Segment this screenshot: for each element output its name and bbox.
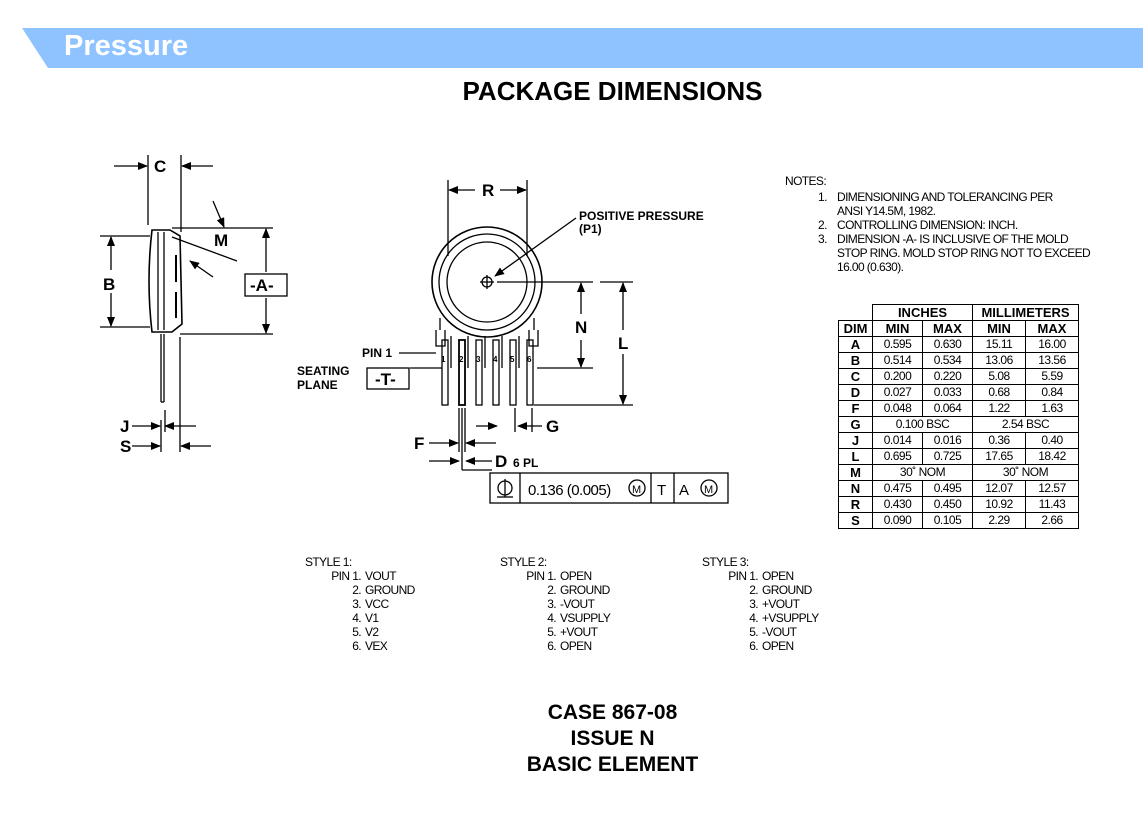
label-b: B bbox=[103, 275, 115, 294]
list-item: PIN 1.VOUT bbox=[331, 569, 396, 583]
notes-block: NOTES: 1. DIMENSIONING AND TOLERANCING P… bbox=[785, 174, 1115, 274]
pin-number: 2 bbox=[459, 355, 464, 364]
list-item: 2.GROUND bbox=[352, 583, 415, 597]
table-row: L 0.695 0.725 17.65 18.42 bbox=[838, 448, 1079, 465]
front-view bbox=[366, 180, 729, 504]
mmc-icon bbox=[700, 479, 718, 497]
pin-leads bbox=[441, 336, 534, 406]
tolerance-datum-a: A bbox=[679, 482, 689, 499]
pin-number: 1 bbox=[441, 355, 446, 364]
list-item: 2.GROUND bbox=[547, 583, 610, 597]
table-row: G 0.100 BSC 2.54 BSC bbox=[838, 416, 1079, 433]
style-header: STYLE 1: bbox=[305, 555, 352, 569]
label-positive-pressure: POSITIVE PRESSURE bbox=[579, 209, 704, 223]
note-item: 1. DIMENSIONING AND TOLERANCING PER ANSI… bbox=[818, 190, 1053, 218]
group-header-millimeters: MILLIMETERS bbox=[972, 304, 1079, 321]
table-row: C 0.200 0.220 5.08 5.59 bbox=[838, 368, 1079, 385]
table-row: N 0.475 0.495 12.07 12.57 bbox=[838, 480, 1079, 497]
header-banner: Pressure bbox=[0, 28, 1143, 68]
table-row: F 0.048 0.064 1.22 1.63 bbox=[838, 400, 1079, 417]
list-item: 5.+VOUT bbox=[547, 625, 598, 639]
label-plane: PLANE bbox=[297, 378, 338, 392]
style-header: STYLE 3: bbox=[702, 555, 749, 569]
list-item: 6.OPEN bbox=[749, 639, 794, 653]
label-pin1: PIN 1 bbox=[362, 346, 392, 360]
column-header: MAX bbox=[1025, 320, 1079, 337]
group-header-inches: INCHES bbox=[872, 304, 973, 321]
note-item: 3. DIMENSION -A- IS INCLUSIVE OF THE MOL… bbox=[818, 232, 1091, 274]
label-n: N bbox=[575, 318, 587, 337]
label-l: L bbox=[618, 334, 628, 353]
side-view bbox=[100, 155, 288, 452]
tolerance-mmc-2: M bbox=[704, 484, 713, 496]
table-row: B 0.514 0.534 13.06 13.56 bbox=[838, 352, 1079, 369]
column-header: MIN bbox=[872, 320, 923, 337]
list-item: 3.-VOUT bbox=[547, 597, 595, 611]
tolerance-datum-t: T bbox=[657, 482, 666, 499]
table-row: S 0.090 0.105 2.29 2.66 bbox=[838, 512, 1079, 529]
style-2-block: STYLE 2: PIN 1.OPEN 2.GROUND 3.-VOUT 4.V… bbox=[500, 555, 611, 653]
issue-label: ISSUE N bbox=[570, 727, 655, 750]
datum-t-label: -T- bbox=[375, 370, 396, 389]
tolerance-frame bbox=[489, 472, 729, 504]
list-item: 6.VEX bbox=[352, 639, 388, 653]
table-row: J 0.014 0.016 0.36 0.40 bbox=[838, 432, 1079, 449]
table-row: M 30˚ NOM 30˚ NOM bbox=[838, 464, 1079, 481]
list-item: 5.V2 bbox=[352, 625, 379, 639]
table-group-header-row: INCHES MILLIMETERS bbox=[838, 304, 1079, 321]
list-item: 4.VSUPPLY bbox=[547, 611, 611, 625]
note-item: 2. CONTROLLING DIMENSION: INCH. bbox=[818, 218, 1018, 232]
list-item: 3.+VOUT bbox=[749, 597, 800, 611]
label-f: F bbox=[414, 434, 424, 453]
pin-number: 6 bbox=[527, 355, 532, 364]
tolerance-value: 0.136 (0.005) bbox=[528, 482, 611, 499]
pin-number: 3 bbox=[476, 355, 481, 364]
banner-shape bbox=[22, 28, 1143, 68]
label-p1: (P1) bbox=[579, 222, 602, 236]
mmc-icon bbox=[628, 479, 646, 497]
datum-a-label: -A- bbox=[250, 276, 274, 295]
label-s: S bbox=[120, 437, 131, 456]
column-header: MIN bbox=[972, 320, 1026, 337]
list-item: PIN 1.OPEN bbox=[526, 569, 592, 583]
label-j: J bbox=[120, 417, 129, 436]
notes-header: NOTES: bbox=[785, 174, 827, 188]
list-item: PIN 1.OPEN bbox=[728, 569, 794, 583]
style-1-block: STYLE 1: PIN 1.VOUT 2.GROUND 3.VCC 4.V1 … bbox=[305, 555, 415, 653]
column-header: DIM bbox=[838, 320, 873, 337]
banner-title: Pressure bbox=[64, 30, 189, 62]
list-item: 4.+VSUPPLY bbox=[749, 611, 819, 625]
list-item: 2.GROUND bbox=[749, 583, 812, 597]
list-item: 4.V1 bbox=[352, 611, 379, 625]
label-d: D bbox=[495, 452, 507, 471]
case-info: CASE 867-08 ISSUE N BASIC ELEMENT bbox=[0, 700, 1143, 778]
table-row: R 0.430 0.450 10.92 11.43 bbox=[838, 496, 1079, 513]
tolerance-mmc-1: M bbox=[632, 484, 641, 496]
style-header: STYLE 2: bbox=[500, 555, 547, 569]
list-item: 3.VCC bbox=[352, 597, 389, 611]
table-row: A 0.595 0.630 15.11 16.00 bbox=[838, 336, 1079, 353]
page-title: PACKAGE DIMENSIONS bbox=[462, 76, 763, 106]
column-header: MAX bbox=[922, 320, 973, 337]
case-number: CASE 867-08 bbox=[547, 701, 678, 724]
pin-number: 4 bbox=[493, 355, 498, 364]
style-3-block: STYLE 3: PIN 1.OPEN 2.GROUND 3.+VOUT 4.+… bbox=[702, 555, 819, 653]
list-item: 5.-VOUT bbox=[749, 625, 797, 639]
table-row: D 0.027 0.033 0.68 0.84 bbox=[838, 384, 1079, 401]
pin-number: 5 bbox=[510, 355, 515, 364]
label-seating: SEATING bbox=[297, 364, 349, 378]
label-c: C bbox=[154, 157, 166, 176]
label-r: R bbox=[482, 181, 494, 200]
table-column-header-row: DIM MIN MAX MIN MAX bbox=[838, 320, 1079, 337]
label-m: M bbox=[214, 231, 228, 250]
label-d-qty: 6 PL bbox=[513, 456, 538, 470]
element-label: BASIC ELEMENT bbox=[526, 753, 699, 776]
list-item: 6.OPEN bbox=[547, 639, 592, 653]
label-g: G bbox=[546, 417, 559, 436]
dimension-table: INCHES MILLIMETERS DIM MIN MAX MIN MAX A… bbox=[838, 304, 1079, 529]
